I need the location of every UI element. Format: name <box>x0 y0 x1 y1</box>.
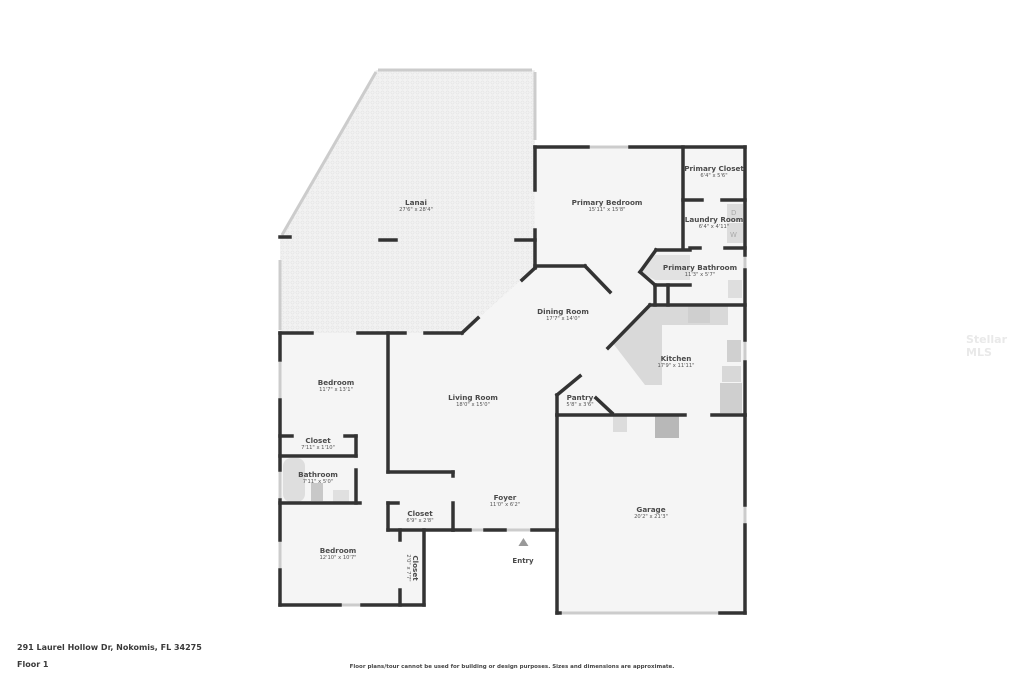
washer-mark: W <box>730 231 737 239</box>
entry-marker: Entry <box>512 538 534 567</box>
walls <box>278 145 747 615</box>
disclaimer: Floor plans/tour cannot be used for buil… <box>349 664 675 670</box>
floor-label: Floor 1 <box>17 660 49 669</box>
entry-label: Entry <box>512 557 534 565</box>
dryer-mark: D <box>731 209 736 217</box>
watermark: Stellar MLS <box>966 333 1008 359</box>
windows <box>278 68 747 615</box>
lanai-floor <box>280 70 535 333</box>
property-address: 291 Laurel Hollow Dr, Nokomis, FL 34275 <box>17 643 202 652</box>
fixtures <box>283 204 743 502</box>
entry-arrow-icon <box>517 538 528 546</box>
interior-floor <box>280 147 745 613</box>
